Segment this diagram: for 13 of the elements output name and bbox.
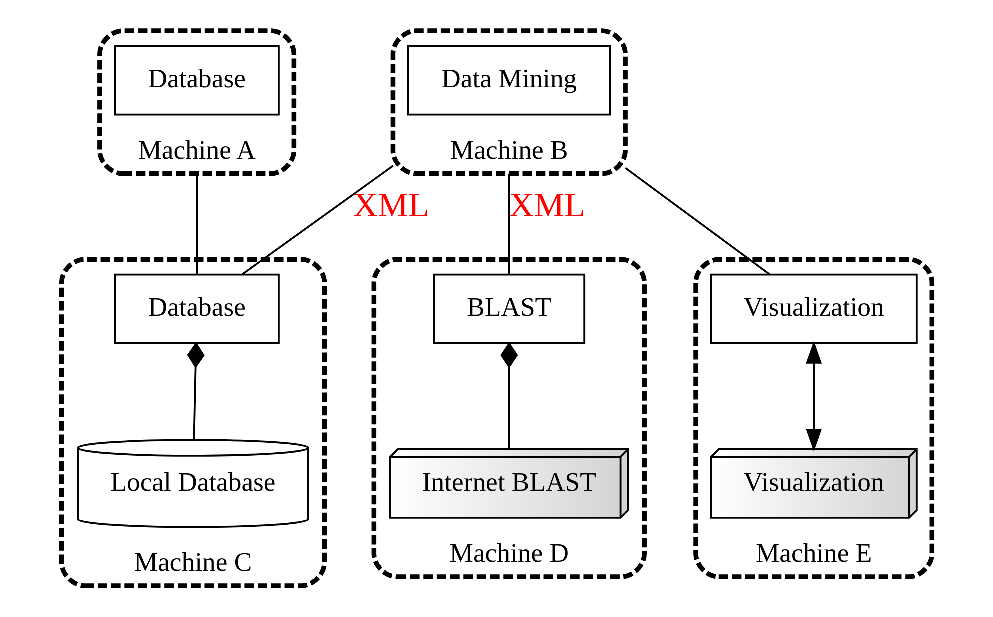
connector [196,174,198,274]
node-box: Database [114,45,280,116]
connector [241,165,394,276]
connector [508,174,510,274]
edge-label: XML [352,186,429,225]
connector [186,342,204,440]
connector [500,342,518,449]
node-box: Visualization [710,274,918,344]
arrow [806,341,822,452]
node-box: Data Mining [407,45,611,116]
node-box: Database [114,274,280,344]
node-box: BLAST [432,274,586,344]
connector [624,167,770,276]
